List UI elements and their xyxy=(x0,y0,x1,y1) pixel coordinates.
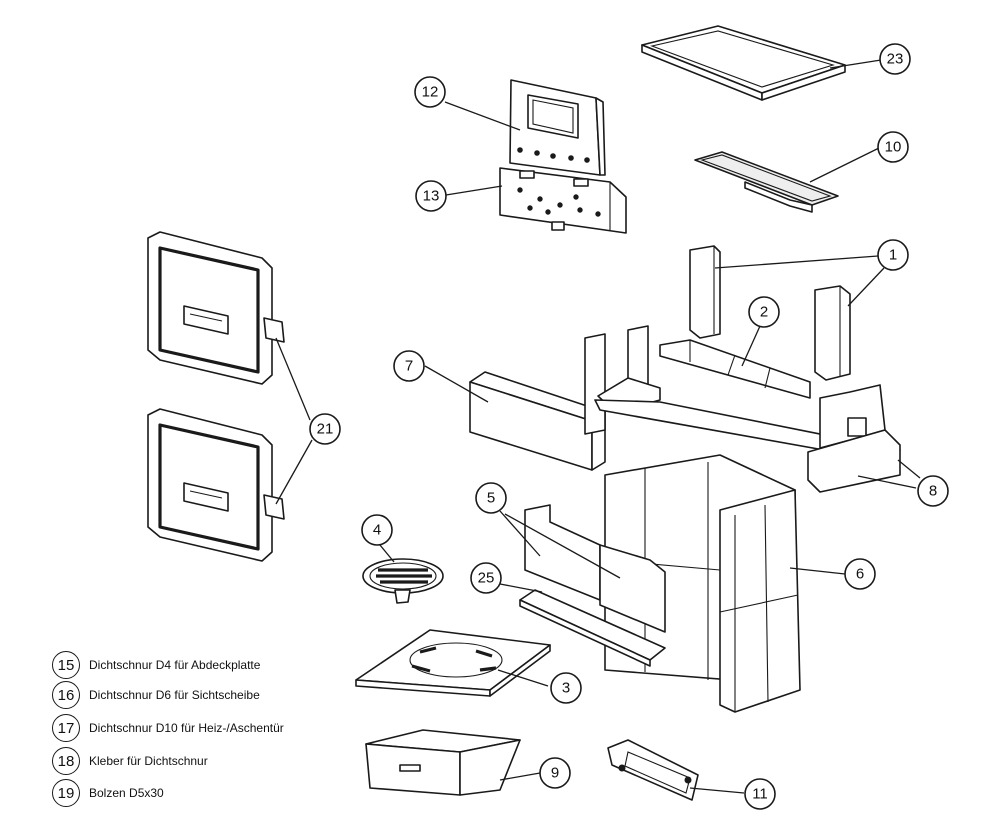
part-25-rail xyxy=(519,589,666,667)
svg-text:4: 4 xyxy=(373,522,381,539)
svg-text:12: 12 xyxy=(422,84,439,101)
callout-8: 8 xyxy=(917,475,949,507)
legend-text: Dichtschnur D10 für Heiz-/Aschentür xyxy=(89,721,284,735)
svg-text:9: 9 xyxy=(551,765,559,782)
callout-5: 5 xyxy=(475,482,507,514)
svg-text:5: 5 xyxy=(487,490,495,507)
svg-text:8: 8 xyxy=(929,483,937,500)
callout-7: 7 xyxy=(393,350,425,382)
leader-lines xyxy=(275,59,921,794)
part-9-ash-pan xyxy=(365,729,521,796)
callout-4: 4 xyxy=(361,514,393,546)
svg-text:13: 13 xyxy=(423,188,440,205)
legend-number: 19 xyxy=(52,779,80,807)
callout-2: 2 xyxy=(748,296,780,328)
svg-text:1: 1 xyxy=(889,247,897,264)
svg-text:25: 25 xyxy=(478,570,495,587)
callout-10: 10 xyxy=(877,131,909,163)
callout-6: 6 xyxy=(844,558,876,590)
legend-item: 19 Bolzen D5x30 xyxy=(52,778,164,808)
callout-9: 9 xyxy=(539,757,571,789)
callout-21: 21 xyxy=(309,413,341,445)
svg-text:10: 10 xyxy=(885,139,902,156)
legend-number: 18 xyxy=(52,747,80,775)
part-11-door-frame xyxy=(607,739,699,801)
legend-number: 15 xyxy=(52,651,80,679)
svg-text:2: 2 xyxy=(760,304,768,321)
part-12-rear-plate xyxy=(509,79,606,176)
svg-text:6: 6 xyxy=(856,566,864,583)
legend-text: Kleber für Dichtschnur xyxy=(89,754,208,768)
legend-text: Bolzen D5x30 xyxy=(89,786,164,800)
part-23-cover-plate xyxy=(641,25,846,101)
legend-text: Dichtschnur D4 für Abdeckplatte xyxy=(89,658,261,672)
callout-13: 13 xyxy=(415,180,447,212)
svg-text:7: 7 xyxy=(405,358,413,375)
svg-text:21: 21 xyxy=(317,421,334,438)
part-5-rear-bricks xyxy=(524,504,666,633)
callout-23: 23 xyxy=(879,43,911,75)
svg-text:23: 23 xyxy=(887,51,904,68)
legend-item: 18 Kleber für Dichtschnur xyxy=(52,746,208,776)
part-2-top-brick xyxy=(659,339,811,399)
legend-number: 17 xyxy=(52,714,80,742)
legend-text: Dichtschnur D6 für Sichtscheibe xyxy=(89,688,260,702)
callout-3: 3 xyxy=(550,672,582,704)
callout-12: 12 xyxy=(414,76,446,108)
callout-1: 1 xyxy=(877,239,909,271)
part-7-front-brick xyxy=(469,371,606,471)
part-4-round-grate xyxy=(362,558,444,604)
callout-25: 25 xyxy=(470,562,502,594)
svg-text:3: 3 xyxy=(562,680,570,697)
chamber-frame xyxy=(584,325,901,493)
part-10-baffle xyxy=(694,151,839,213)
part-21-door-upper xyxy=(147,231,285,385)
part-3-grate-plate xyxy=(355,629,551,697)
part-21-door-lower xyxy=(147,408,285,562)
part-1-bricks xyxy=(689,245,851,381)
legend-item: 17 Dichtschnur D10 für Heiz-/Aschentür xyxy=(52,713,284,743)
svg-text:11: 11 xyxy=(752,786,768,803)
legend-number: 16 xyxy=(52,681,80,709)
legend-item: 15 Dichtschnur D4 für Abdeckplatte xyxy=(52,650,260,680)
legend-item: 16 Dichtschnur D6 für Sichtscheibe xyxy=(52,680,260,710)
callout-11: 11 xyxy=(744,778,776,810)
part-13-bracket xyxy=(499,167,627,234)
